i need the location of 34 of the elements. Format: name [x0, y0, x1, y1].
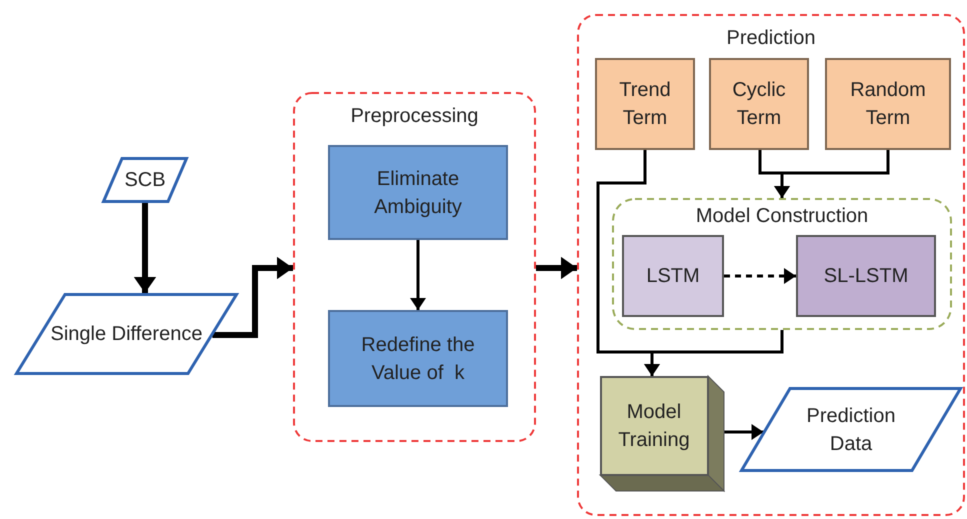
arrow [724, 268, 796, 284]
group-frame [577, 14, 965, 516]
arrow [774, 150, 890, 198]
group-title: Preprocessing [350, 104, 478, 129]
process-box [328, 145, 508, 240]
output-parallelogram [740, 387, 962, 472]
node-label: SCB [124, 168, 166, 193]
group-frame [612, 198, 952, 330]
node-label: Redefine the Value of k [360, 332, 476, 386]
arrow [134, 203, 156, 293]
arrow [212, 256, 293, 338]
arrow [724, 424, 764, 440]
node-label: Trend Term [618, 78, 672, 131]
process-box [595, 58, 695, 150]
node-label: SL-LSTM [824, 264, 908, 289]
arrow [644, 330, 784, 376]
node-label: Cyclic Term [731, 78, 787, 131]
process-box [709, 58, 809, 150]
node-label: Prediction Data [806, 404, 896, 456]
group-frame [293, 92, 536, 442]
input-parallelogram [15, 293, 238, 375]
group-title: Model Construction [696, 204, 868, 229]
node-label: Random Term [849, 78, 927, 131]
arrow [536, 256, 577, 280]
input-parallelogram [102, 157, 188, 203]
process-box [825, 58, 951, 150]
node-label: Eliminate Ambiguity [373, 166, 463, 220]
node-label: LSTM [646, 264, 700, 289]
process-box [796, 235, 936, 317]
process-box [622, 235, 724, 317]
node-label: Single Difference [50, 322, 202, 347]
group-title: Prediction [726, 26, 816, 51]
arrow [410, 240, 426, 310]
process-box [328, 310, 508, 407]
